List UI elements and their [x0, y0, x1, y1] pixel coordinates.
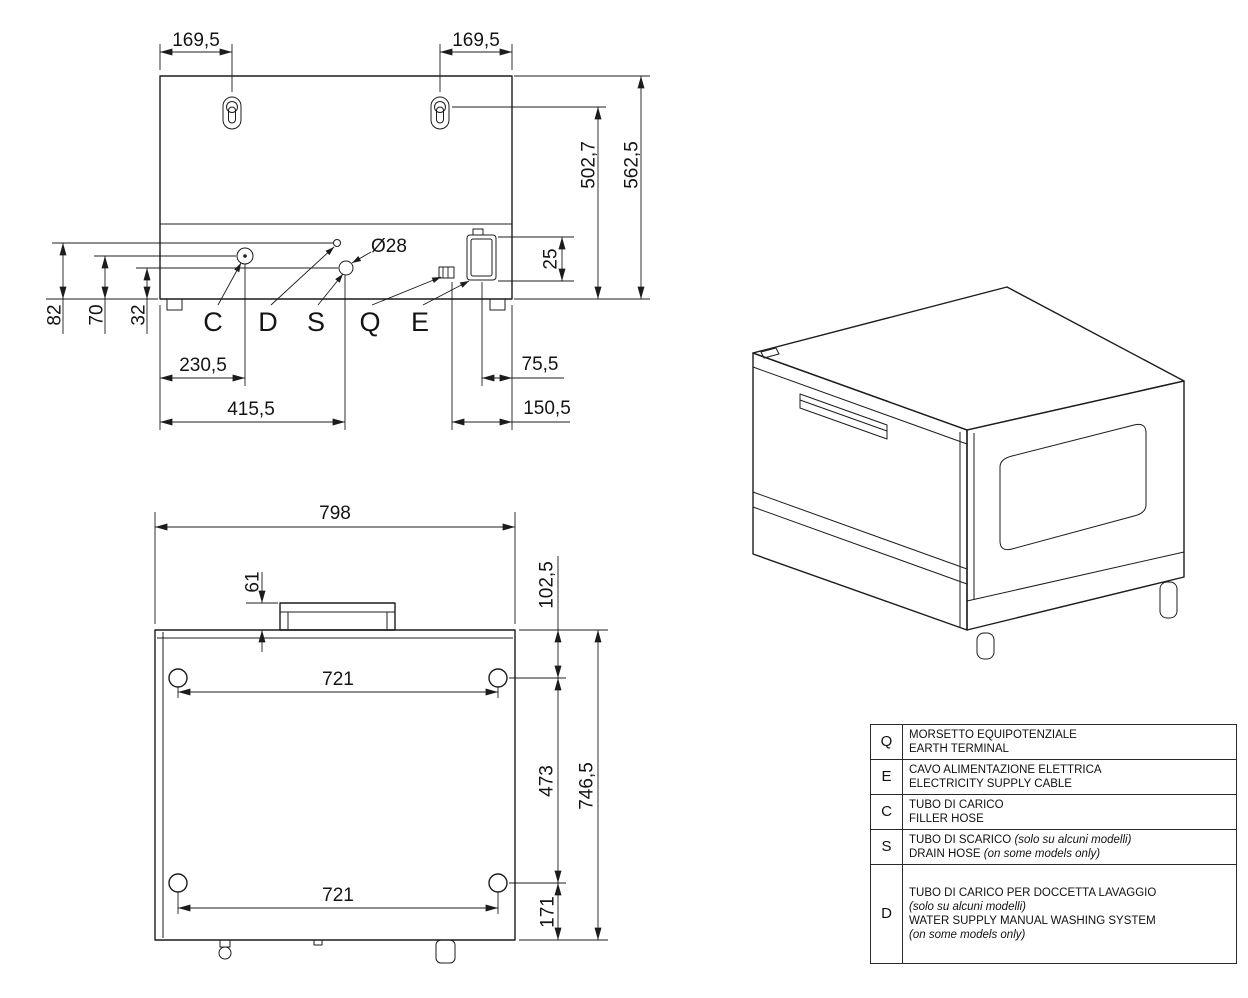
iso-foot-front [976, 632, 995, 660]
rear-dim-75-5: 75,5 [522, 354, 559, 375]
legend-text: TUBO DI CARICO [909, 798, 1004, 811]
legend-row-q: Q MORSETTO EQUIPOTENZIALE EARTH TERMINAL [870, 724, 1237, 760]
rear-dim-32: 32 [129, 304, 150, 325]
drain-hose-port [338, 260, 354, 276]
rear-dim-82: 82 [45, 304, 66, 325]
rear-foot [435, 939, 456, 964]
legend-text: DRAIN HOSE (on some models only) [909, 848, 1101, 860]
label-q: Q [359, 307, 380, 337]
legend-text: TUBO DI SCARICO (solo su alcuni modelli) [909, 833, 1132, 846]
leader-q [371, 276, 442, 306]
keyhole-slot-left [222, 96, 242, 130]
legend-text: FILLER HOSE [909, 813, 984, 825]
drain-fitting [218, 939, 232, 960]
legend-text: MORSETTO EQUIPOTENZIALE [909, 728, 1077, 741]
legend-text: EARTH TERMINAL [909, 743, 1009, 755]
iso-top-latch [760, 347, 780, 359]
label-d: D [258, 307, 278, 337]
legend-text: (on some models only) [909, 929, 1026, 942]
rear-view: 169,5 169,5 502,7 562,5 25 Ø28 82 70 32 … [45, 30, 650, 430]
legend-key-s: S [870, 829, 903, 865]
label-c: C [203, 307, 223, 337]
foot-rear-right [488, 873, 508, 893]
top-dim-102-5: 102,5 [537, 561, 558, 609]
legend-text: (solo su alcuni modelli) [909, 900, 1026, 913]
label-e: E [411, 307, 429, 337]
legend-row-e: E CAVO ALIMENTAZIONE ELETTRICA ELECTRICI… [870, 759, 1237, 795]
legend-text: TUBO DI CARICO PER DOCCETTA LAVAGGIO [909, 886, 1157, 899]
rear-dim-diameter: Ø28 [371, 236, 407, 257]
rear-dim-415-5: 415,5 [227, 399, 275, 420]
iso-right-face [966, 380, 1185, 631]
legend-key-e: E [870, 759, 903, 795]
rear-dim-25: 25 [541, 248, 562, 269]
rear-body-outline [159, 75, 513, 300]
top-dim-handle: 61 [243, 571, 264, 592]
top-view: 798 61 102,5 721 473 746,5 721 171 [154, 503, 608, 964]
leader-d [270, 246, 335, 306]
legend-key-q: Q [870, 724, 903, 760]
rear-foot-right [489, 298, 506, 311]
rear-dim-total-height: 562,5 [622, 141, 643, 189]
legend-row-s: S TUBO DI SCARICO (solo su alcuni modell… [870, 829, 1237, 865]
rear-dim-keyhole-to-base: 502,7 [579, 141, 600, 189]
rear-dim-70: 70 [87, 304, 108, 325]
legend-text: CAVO ALIMENTAZIONE ELETTRICA [909, 763, 1102, 776]
keyhole-slot-right [430, 96, 450, 130]
cable-box [466, 228, 497, 281]
rear-dim-150-5: 150,5 [523, 398, 571, 419]
iso-top-face [752, 286, 1185, 431]
rear-dim-230-5: 230,5 [179, 355, 227, 376]
legend-table: Q MORSETTO EQUIPOTENZIALE EARTH TERMINAL… [870, 724, 1237, 964]
iso-door-window [999, 423, 1147, 551]
earth-terminal [438, 266, 455, 279]
small-fitting [313, 939, 323, 946]
legend-key-d: D [870, 864, 903, 964]
top-dim-171: 171 [538, 896, 559, 928]
legend-key-c: C [870, 794, 903, 830]
legend-row-d: D TUBO DI CARICO PER DOCCETTA LAVAGGIO (… [870, 864, 1237, 964]
top-dim-width: 798 [319, 503, 351, 524]
top-dim-721-rear: 721 [322, 885, 354, 906]
leader-diameter [351, 251, 372, 264]
leader-s [317, 273, 344, 306]
legend-text: ELECTRICITY SUPPLY CABLE [909, 778, 1072, 790]
legend-text: WATER SUPPLY MANUAL WASHING SYSTEM [909, 915, 1156, 927]
rear-dim-slot-left: 169,5 [172, 30, 220, 51]
iso-handle [799, 393, 888, 440]
foot-rear-left [168, 873, 188, 893]
top-handle [279, 602, 396, 631]
foot-front-right [488, 668, 508, 688]
foot-front-left [168, 668, 188, 688]
iso-foot-right [1159, 581, 1178, 619]
top-dim-473: 473 [537, 765, 558, 797]
iso-view [752, 286, 1185, 660]
iso-front-face [752, 352, 968, 631]
washing-hose-port [333, 239, 341, 247]
legend-row-c: C TUBO DI CARICO FILLER HOSE [870, 794, 1237, 830]
leader-e [422, 280, 470, 306]
leader-c [217, 262, 242, 306]
top-dim-721-front: 721 [322, 669, 354, 690]
label-s: S [307, 307, 325, 337]
rear-foot-left [166, 298, 183, 311]
rear-dim-slot-right: 169,5 [452, 30, 500, 51]
top-dim-746-5: 746,5 [577, 762, 598, 810]
